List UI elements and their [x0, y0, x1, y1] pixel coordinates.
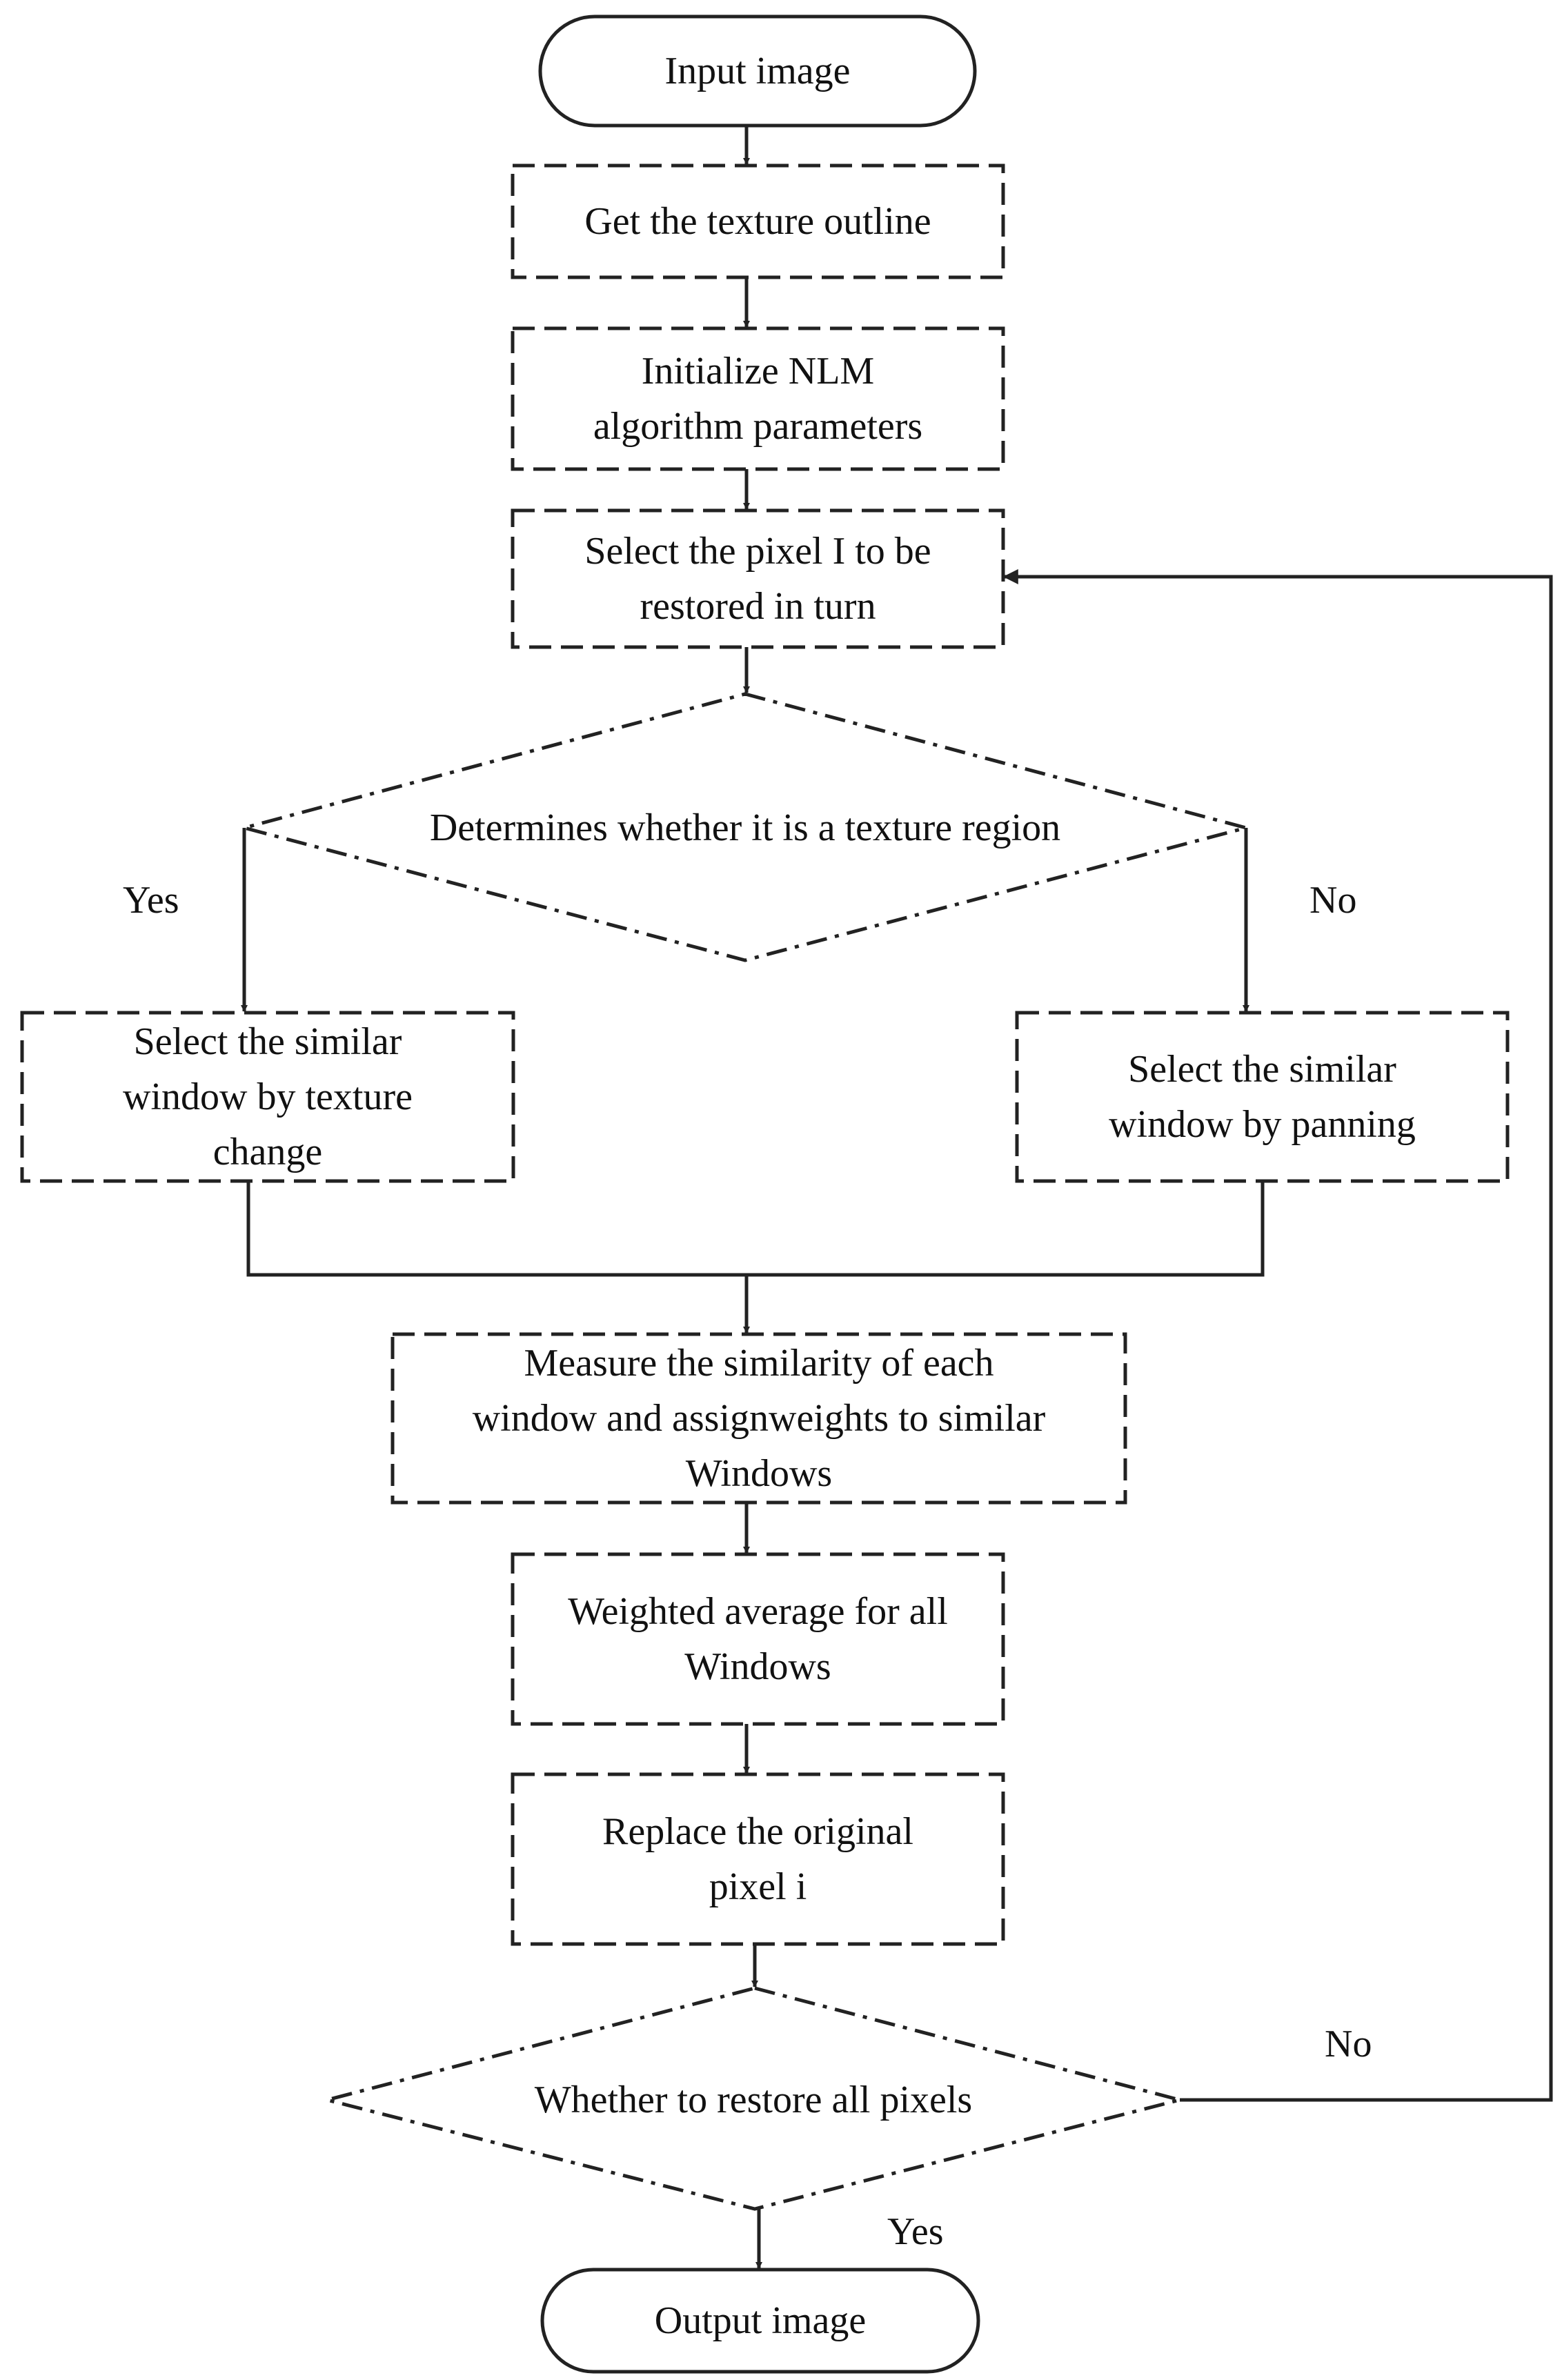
- texture-outline-text: Get the texture outline: [584, 200, 931, 243]
- restore-yes-label: Yes: [887, 2210, 944, 2253]
- replace-line-1: Replace the original: [602, 1810, 913, 1853]
- weighted-avg-label: Weighted average for all Windows: [513, 1554, 1003, 1724]
- output-text: Output image: [654, 2299, 867, 2342]
- output-terminal: [540, 2268, 980, 2374]
- input-label: Input image: [540, 17, 975, 126]
- panning-line-2: window by panning: [1109, 1103, 1416, 1146]
- texture-change-label: Select the similar window by texture cha…: [22, 1013, 513, 1181]
- select-pixel-line-1: Select the pixel I to be: [584, 530, 931, 573]
- texture-no-label: No: [1309, 879, 1357, 922]
- merge-line: [246, 1181, 1265, 1277]
- replace-line-2: pixel i: [709, 1865, 807, 1908]
- input-text: Input image: [664, 50, 851, 92]
- panning-line-1: Select the similar: [1128, 1048, 1396, 1091]
- texture-decision-label: Determines whether it is a texture regio…: [244, 793, 1246, 862]
- measure-line-1: Measure the similarity of each: [524, 1342, 994, 1385]
- select-pixel-line-2: restored in turn: [640, 585, 876, 628]
- texture-decision-text: Determines whether it is a texture regio…: [429, 806, 1061, 849]
- select-pixel-label: Select the pixel I to be restored in tur…: [513, 510, 1003, 647]
- init-params-box: [511, 326, 1005, 471]
- weighted-avg-box: [511, 1552, 1005, 1726]
- texture-change-line-1: Select the similar: [133, 1020, 402, 1063]
- texture-change-box: [20, 1011, 515, 1183]
- texture-outline-label: Get the texture outline: [513, 166, 1003, 277]
- output-label: Output image: [542, 2270, 978, 2372]
- measure-box: [390, 1332, 1127, 1505]
- weighted-avg-line-2: Windows: [684, 1645, 831, 1688]
- texture-change-line-2: window by texture: [123, 1075, 413, 1118]
- init-params-line-1: Initialize NLM: [641, 350, 875, 393]
- measure-line-3: Windows: [685, 1452, 833, 1495]
- replace-box: [511, 1772, 1005, 1946]
- restore-decision-label: Whether to restore all pixels: [327, 2065, 1180, 2134]
- init-params-line-2: algorithm parameters: [593, 405, 923, 448]
- init-params-label: Initialize NLM algorithm parameters: [513, 328, 1003, 469]
- weighted-avg-line-1: Weighted average for all: [568, 1590, 948, 1633]
- texture-decision-diamond: [237, 692, 1253, 962]
- texture-outline-box: [511, 163, 1005, 279]
- arrow-loop-back: [1002, 569, 1553, 2102]
- texture-change-line-3: change: [212, 1131, 323, 1173]
- measure-line-2: window and assignweights to similar: [472, 1397, 1046, 1440]
- measure-label: Measure the similarity of each window an…: [393, 1334, 1125, 1503]
- restore-decision-diamond: [326, 1986, 1187, 2211]
- texture-yes-label: Yes: [123, 879, 179, 922]
- restore-no-label: No: [1325, 2023, 1372, 2065]
- input-terminal: [538, 14, 977, 128]
- panning-label: Select the similar window by panning: [1017, 1013, 1507, 1181]
- restore-decision-text: Whether to restore all pixels: [534, 2079, 973, 2121]
- replace-label: Replace the original pixel i: [513, 1774, 1003, 1944]
